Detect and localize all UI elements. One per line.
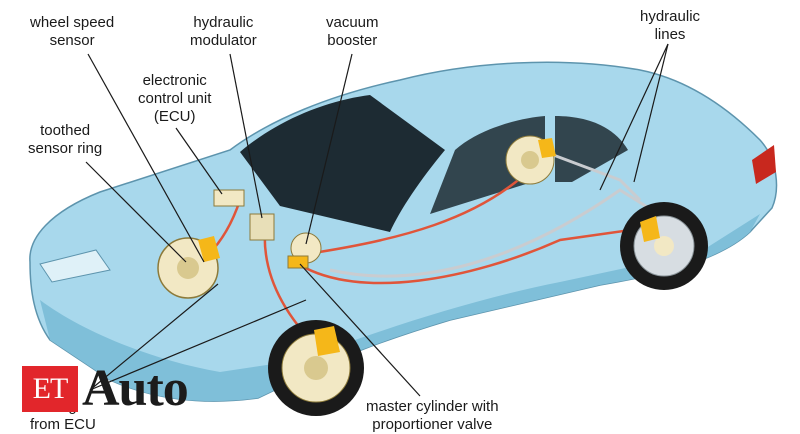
wheels [157,135,708,416]
leader-toothed-sensor-ring [85,161,187,263]
leader-ecu [175,127,223,195]
label-master-cylinder: master cylinder with proportioner valve [366,398,499,433]
label-hydraulic-modulator: hydraulic modulator [190,14,257,49]
leader-from-ecu-1 [89,283,219,391]
auto-logo-text: Auto [82,360,189,417]
et-logo-badge: ET [22,366,78,412]
brake-line-rear-top [299,164,536,257]
side-window-rear [555,116,628,182]
label-wheel-speed-sensor: wheel speed sensor [30,14,115,49]
leader-master-cylinder [299,263,421,397]
label-ecu: electronic control unit (ECU) [138,72,212,125]
hydraulic-line-rear [329,188,661,278]
wheel-front-right [268,320,364,416]
label-vacuum-booster: vacuum booster [326,14,379,49]
hydraulic-line-upper [539,148,642,202]
windshield [240,95,445,232]
car-illustration [29,61,778,402]
leader-hydraulic-modulator [229,53,263,219]
taillight [752,145,776,184]
wheel-front-left [157,236,220,299]
ecu-box [213,189,245,207]
label-hydraulic-lines: hydraulic lines [640,8,701,43]
headlight [39,249,111,283]
leader-from-ecu-2 [89,299,307,391]
leader-hydraulic-lines-1 [599,43,669,191]
brake-line-rear [299,226,646,285]
wheel-rear-left [505,135,556,185]
hydraulic-modulator-unit [249,213,275,241]
leader-vacuum-booster [305,53,353,245]
master-cylinder-unit [287,255,309,269]
leader-wheel-speed-sensor [87,53,205,263]
label-from-ecu: from ECU [30,416,96,433]
wheel-rear-right [620,202,708,290]
label-toothed-sensor-ring: toothed sensor ring [28,122,103,157]
leader-hydraulic-lines-2 [633,43,669,183]
leader-lines [85,43,669,397]
